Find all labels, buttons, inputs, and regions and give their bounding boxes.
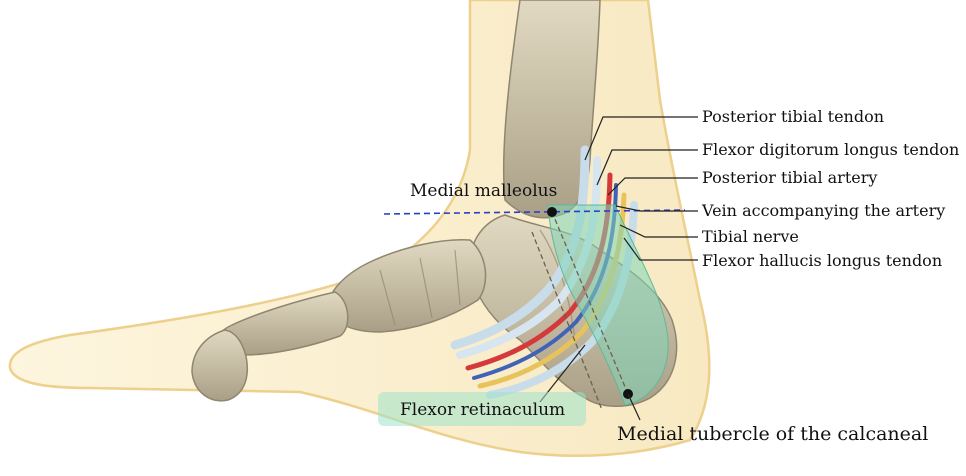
label-posterior-tibial-artery: Posterior tibial artery <box>702 168 877 187</box>
label-medial-tubercle: Medial tubercle of the calcaneal <box>617 423 928 445</box>
medial-malleolus-point <box>547 207 557 217</box>
posterior-tibial-tendon <box>450 145 590 350</box>
leader-medial-tubercle <box>627 393 641 421</box>
label-flexor-retinaculum: Flexor retinaculum <box>400 400 565 420</box>
label-flexor-hallucis-longus-tendon: Flexor hallucis longus tendon <box>702 251 942 270</box>
label-vein-accompanying-artery: Vein accompanying the artery <box>701 201 945 220</box>
label-posterior-tibial-tendon: Posterior tibial tendon <box>702 107 884 126</box>
leader-tibial-nerve <box>619 224 698 238</box>
leader-posterior-tibial-artery <box>607 177 698 196</box>
label-tibial-nerve: Tibial nerve <box>702 227 799 246</box>
flexor-retinaculum-label-bg <box>378 392 586 426</box>
malleolus-reference-line <box>383 209 686 215</box>
leader-vein <box>615 205 698 212</box>
flexor-digitorum-longus-tendon <box>456 156 602 359</box>
retinaculum-dash-line-a <box>551 211 629 395</box>
leader-flexor-digitorum-longus <box>596 149 698 186</box>
toe-phalanx <box>191 329 249 402</box>
label-flexor-digitorum-longus-tendon: Flexor digitorum longus tendon <box>702 140 959 159</box>
bone-contours <box>379 229 576 341</box>
flexor-retinaculum-band <box>547 204 669 406</box>
label-medial-malleolus: Medial malleolus <box>410 181 557 201</box>
leader-posterior-tibial-tendon <box>584 116 698 161</box>
leader-flexor-hallucis-longus <box>623 237 698 261</box>
